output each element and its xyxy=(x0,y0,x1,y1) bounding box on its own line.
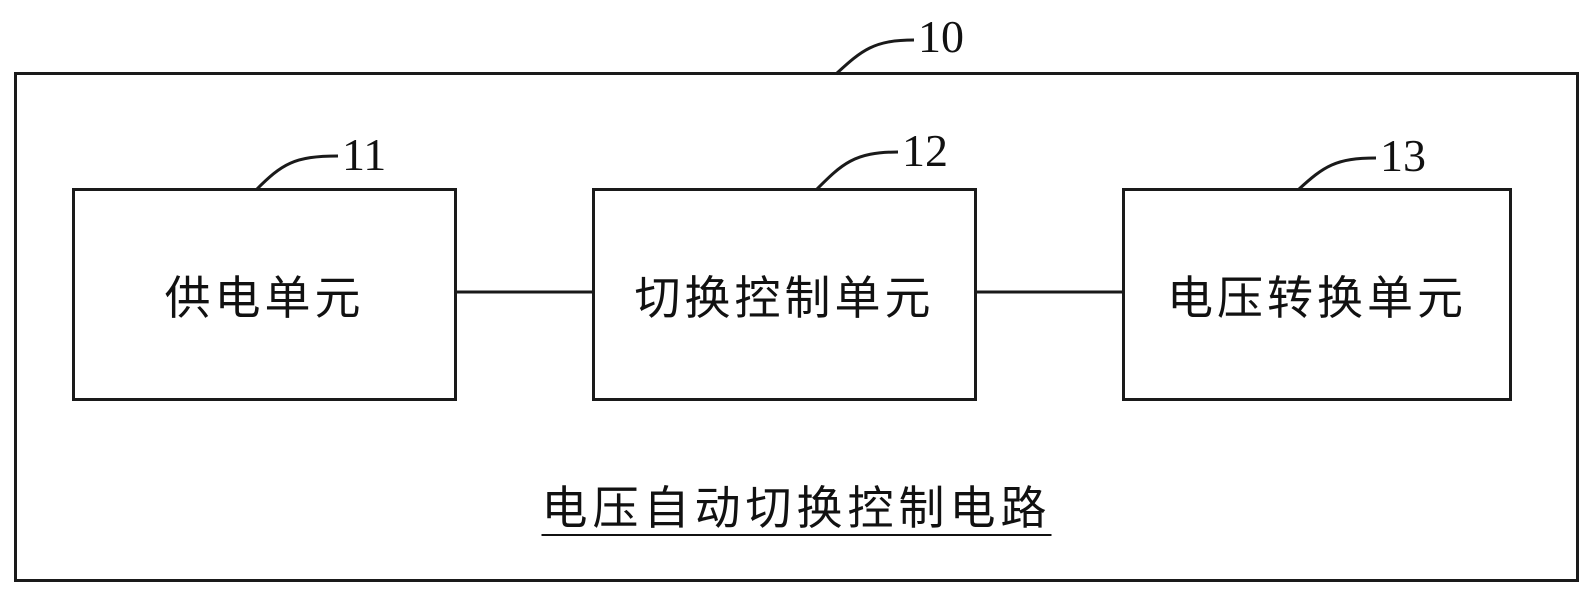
ref-label-12: 12 xyxy=(902,125,948,176)
ref-label-13: 13 xyxy=(1380,130,1426,181)
block-switching-control-unit: 切换控制单元 xyxy=(592,188,977,401)
block-voltage-conversion-unit: 电压转换单元 xyxy=(1122,188,1512,401)
ref-label-10: 10 xyxy=(918,11,964,62)
ref-label-11: 11 xyxy=(342,129,387,180)
diagram-caption: 电压自动切换控制电路 xyxy=(541,482,1052,534)
leader-line-ref-10 xyxy=(834,38,915,76)
circuit-boundary-box xyxy=(14,72,1579,582)
block-voltage-conversion-unit-label: 电压转换单元 xyxy=(1167,271,1467,324)
block-power-supply-unit: 供电单元 xyxy=(72,188,457,401)
block-power-supply-unit-label: 供电单元 xyxy=(164,271,365,324)
block-switching-control-unit-label: 切换控制单元 xyxy=(634,271,935,324)
